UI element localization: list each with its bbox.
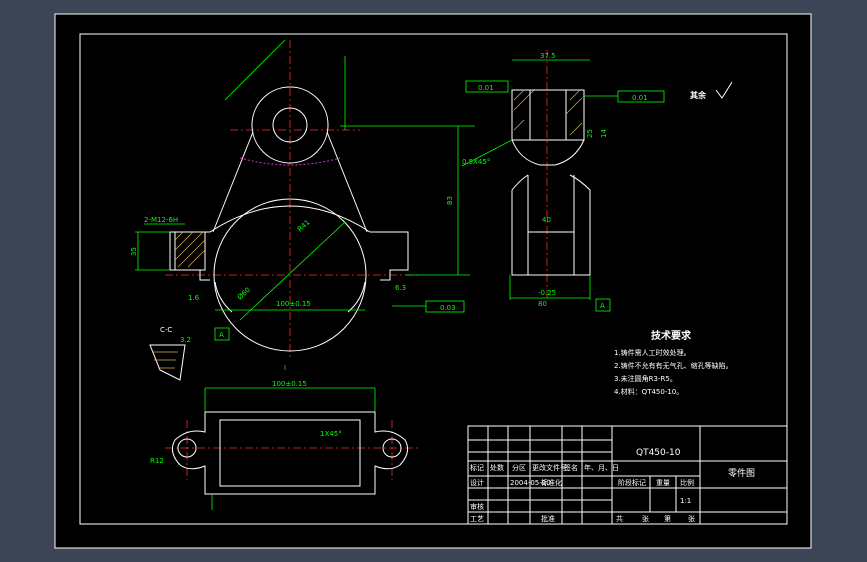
top-boss-bore (272, 107, 308, 143)
datum-b-box (595, 298, 611, 312)
tech-item-2: 2.铸件不允有有无气孔、缩孔等缺陷。 (614, 361, 733, 370)
side-dim-w3: 40 (542, 216, 551, 224)
tb-stage: 阶段标记 (618, 478, 646, 487)
main-bore (213, 198, 367, 352)
front-view: 83 R41 Ø60 35 2-M12-6H 100±0.15 A I 0.03… (130, 39, 475, 372)
tol-box-side-left (465, 80, 509, 93)
tb-sheet-1: 共 (616, 514, 623, 523)
tech-requirements: 技术要求 1.铸件需人工时效处理。 2.铸件不允有有无气孔、缩孔等缺陷。 3.未… (614, 329, 733, 396)
section-dim: 3.2 (180, 336, 191, 344)
side-dim-25: 25 (586, 129, 594, 138)
side-body (511, 174, 591, 276)
top-dim-text: 100±0.15 (272, 380, 307, 388)
tol-box-side-right (617, 90, 665, 103)
tol-side-left: 0.01 (478, 84, 494, 92)
tol-side-right: 0.01 (632, 94, 648, 102)
side-dim-w2: 80 (538, 300, 547, 308)
tb-scale-label: 比例 (680, 478, 694, 487)
top-outline (171, 411, 409, 495)
side-neck (511, 139, 585, 166)
ra-1-6: 1.6 (188, 294, 200, 302)
tb-sheet-2: 张 (642, 514, 649, 523)
sheet-border (54, 13, 812, 549)
datum-a-box (214, 327, 230, 341)
side-hatch (513, 89, 583, 136)
tb-col-1: 标记 (470, 463, 484, 472)
top-view: 100±0.15 1X45° R12 (150, 380, 420, 510)
side-window (527, 231, 575, 276)
tech-item-4: 4.材料：QT450-10。 (614, 387, 683, 396)
side-bore (529, 89, 567, 141)
tb-col-6: 年、月、日 (584, 463, 619, 472)
dim-height-text: 83 (446, 196, 454, 205)
top-dim-r12: R12 (150, 457, 164, 465)
hatch-left (174, 231, 206, 268)
top-hole-left (177, 438, 197, 458)
roughness-symbol (715, 81, 733, 99)
tech-item-3: 3.未注圆角R3-R5。 (614, 374, 677, 383)
tb-material: QT450-10 (636, 448, 681, 458)
side-dim-top-text: 37.5 (540, 52, 556, 60)
tb-col-4: 更改文件号 (532, 463, 567, 472)
thread-boss-left (174, 231, 206, 271)
ra-6-3: 6.3 (395, 284, 406, 292)
tb-weight: 重量 (656, 479, 670, 487)
section-label: C-C (160, 326, 172, 334)
chamfer-text-1: 0.5X45° (462, 158, 490, 166)
chamfer-text-2: 1X45° (320, 430, 342, 438)
datum-b: A (600, 302, 605, 310)
datum-a: A (219, 331, 224, 339)
side-view: -0.25 80 40 37.5 0.01 0.01 0.5X45° 25 14… (461, 50, 665, 312)
tech-title: 技术要求 (651, 329, 692, 342)
tb-part-name: 零件图 (728, 467, 755, 479)
tb-scale: 1:1 (680, 497, 691, 505)
right-arm (326, 131, 368, 233)
tb-col-2: 处数 (490, 463, 504, 472)
section-cc: C-C 3.2 (149, 326, 191, 381)
top-boss-outer (251, 86, 329, 164)
thread-text: 2-M12-6H (144, 216, 178, 224)
tech-item-1: 1.铸件需人工时效处理。 (614, 348, 691, 357)
top-hole-right (382, 438, 402, 458)
dim-arm-left (224, 39, 286, 101)
tb-sheet-4: 张 (688, 514, 695, 523)
tb-review: 审核 (470, 502, 484, 511)
side-dim-w4: -0.25 (538, 289, 556, 297)
dim-dia-leader (239, 221, 346, 321)
top-inner (219, 419, 361, 487)
tb-col-5: 签名 (564, 463, 578, 472)
drawing-frame (79, 33, 788, 525)
tb-sheet-3: 第 (664, 514, 671, 523)
dim-width-text: 100±0.15 (276, 300, 311, 308)
tol-box-front (425, 300, 465, 313)
tb-standard: 标准化 (541, 478, 562, 487)
left-arm (212, 131, 254, 233)
section-outline (149, 344, 186, 381)
tb-approve: 批准 (541, 514, 555, 523)
tb-design-date: 2004-05-20 (510, 479, 551, 487)
tb-col-3: 分区 (512, 463, 526, 472)
title-block: 标记 处数 分区 更改文件号 签名 年、月、日 设计 2004-05-20 标准… (467, 425, 788, 525)
dim-35-text: 35 (130, 247, 138, 256)
roughness-note: 其余 (690, 90, 707, 100)
tb-design: 设计 (470, 478, 484, 487)
cut-mark: I (284, 364, 286, 372)
side-dim-14: 14 (600, 129, 608, 138)
tb-process: 工艺 (470, 515, 484, 523)
tol-front-text: 0.03 (440, 304, 456, 312)
